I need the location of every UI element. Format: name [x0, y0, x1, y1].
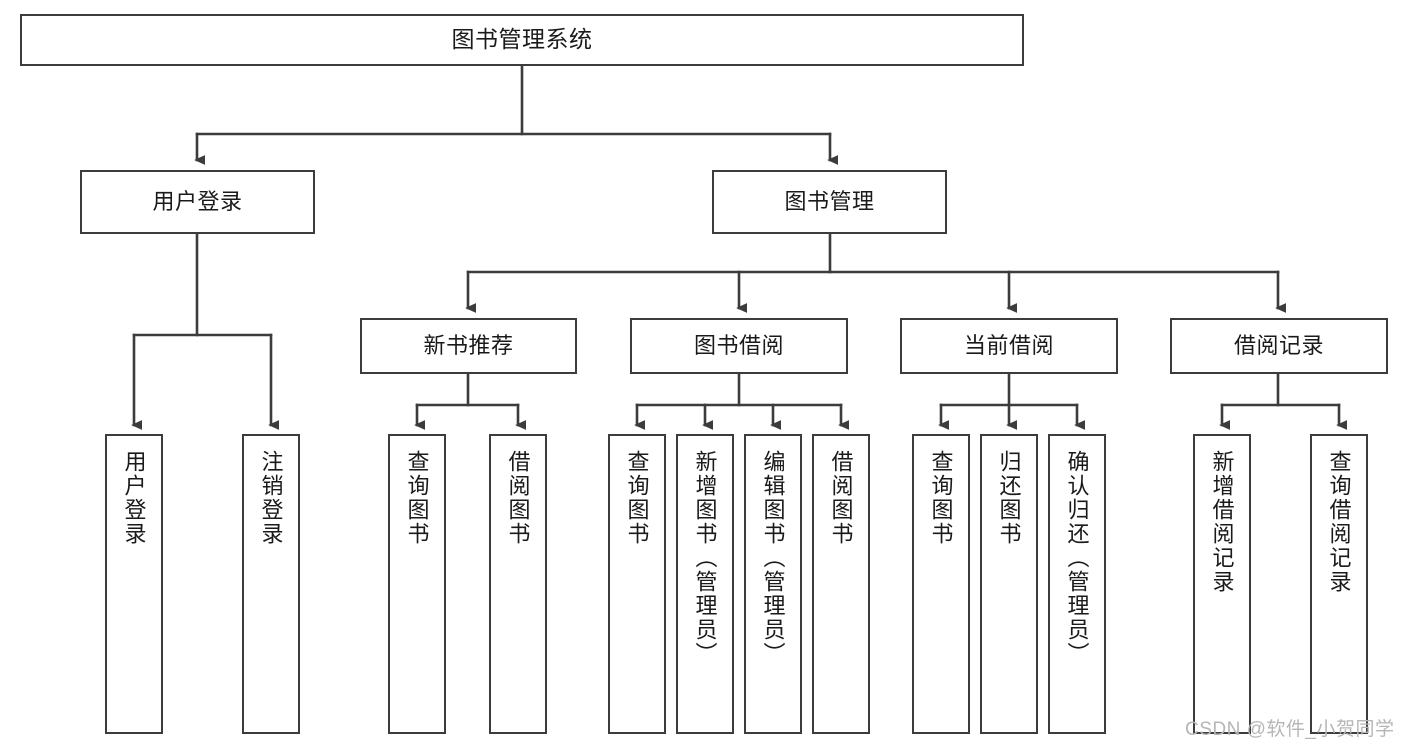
node-new-book-recommend[interactable]: 新书推荐 [360, 318, 577, 374]
node-label: 新增图书（管理员） [692, 450, 718, 666]
node-leaf-user-login-signin[interactable]: 用户登录 [105, 434, 163, 734]
node-label: 当前借阅 [963, 333, 1054, 359]
node-leaf-bookborrow-add-book-admin[interactable]: 新增图书（管理员） [676, 434, 734, 734]
node-label: 借阅图书 [505, 450, 531, 546]
node-borrow-record[interactable]: 借阅记录 [1170, 318, 1388, 374]
node-label: 图书管理 [784, 189, 875, 215]
node-leaf-bookborrow-query-book[interactable]: 查询图书 [608, 434, 666, 734]
node-root-book-management-system[interactable]: 图书管理系统 [20, 14, 1024, 66]
node-leaf-borrowrecord-add-record[interactable]: 新增借阅记录 [1193, 434, 1251, 734]
node-label: 查询图书 [404, 450, 430, 546]
node-label: 图书借阅 [693, 333, 784, 359]
node-user-login[interactable]: 用户登录 [80, 170, 315, 234]
node-leaf-currentborrow-query-book[interactable]: 查询图书 [912, 434, 970, 734]
node-label: 注销登录 [258, 450, 284, 546]
node-leaf-user-login-signout[interactable]: 注销登录 [242, 434, 300, 734]
node-label: 借阅图书 [828, 450, 854, 546]
node-label: 归还图书 [996, 450, 1022, 546]
node-book-management[interactable]: 图书管理 [712, 170, 947, 234]
node-label: 查询图书 [624, 450, 650, 546]
node-label: 用户登录 [121, 450, 147, 546]
node-current-borrow[interactable]: 当前借阅 [900, 318, 1118, 374]
node-leaf-borrowrecord-query-record[interactable]: 查询借阅记录 [1310, 434, 1368, 734]
node-label: 图书管理系统 [451, 26, 593, 53]
node-leaf-bookborrow-borrow-book[interactable]: 借阅图书 [812, 434, 870, 734]
node-label: 借阅记录 [1233, 333, 1324, 359]
node-label: 查询借阅记录 [1326, 450, 1352, 594]
node-label: 新增借阅记录 [1209, 450, 1235, 594]
node-book-borrow[interactable]: 图书借阅 [630, 318, 848, 374]
node-label: 用户登录 [152, 189, 243, 215]
node-leaf-bookborrow-edit-book-admin[interactable]: 编辑图书（管理员） [744, 434, 802, 734]
node-label: 新书推荐 [423, 333, 514, 359]
node-leaf-newbook-query-book[interactable]: 查询图书 [388, 434, 446, 734]
node-label: 编辑图书（管理员） [760, 450, 786, 666]
node-leaf-newbook-borrow-book[interactable]: 借阅图书 [489, 434, 547, 734]
csdn-watermark: CSDN @软件_小贺同学 [1185, 719, 1395, 740]
node-label: 确认归还（管理员） [1064, 450, 1090, 666]
node-leaf-currentborrow-confirm-return-admin[interactable]: 确认归还（管理员） [1048, 434, 1106, 734]
node-leaf-currentborrow-return-book[interactable]: 归还图书 [980, 434, 1038, 734]
node-label: 查询图书 [928, 450, 954, 546]
